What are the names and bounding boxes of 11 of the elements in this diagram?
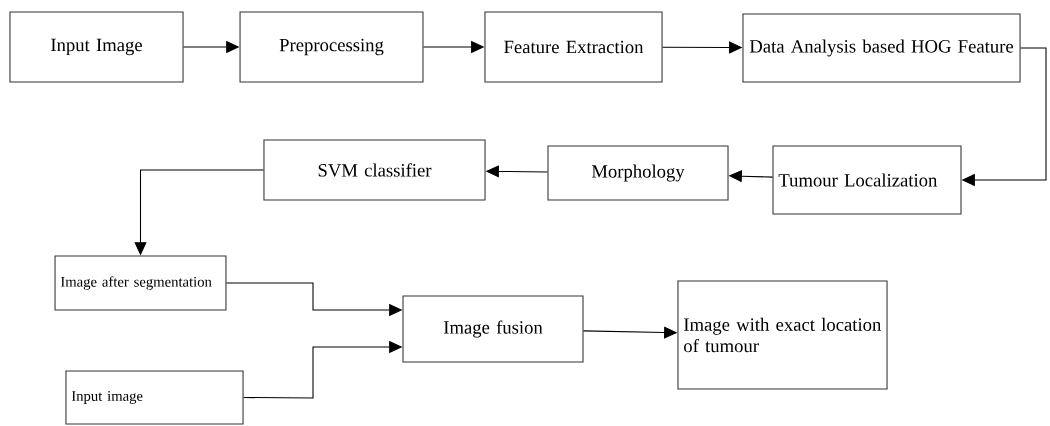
- process-box: Input Image: [9, 11, 184, 83]
- process-box: Feature Extraction: [484, 11, 663, 83]
- process-box: Image fusion: [402, 295, 584, 363]
- process-box: Morphology: [547, 145, 729, 201]
- process-box: Image after segmentation: [54, 255, 227, 311]
- process-box: Data Analysis based HOG Feature: [742, 13, 1021, 83]
- process-box: Tumour Localization: [772, 145, 962, 215]
- process-box: SVM classifier: [263, 139, 486, 201]
- process-box: Preprocessing: [239, 11, 424, 83]
- process-box: Input image: [65, 370, 244, 425]
- process-box: Image with exact location of tumour: [677, 280, 888, 390]
